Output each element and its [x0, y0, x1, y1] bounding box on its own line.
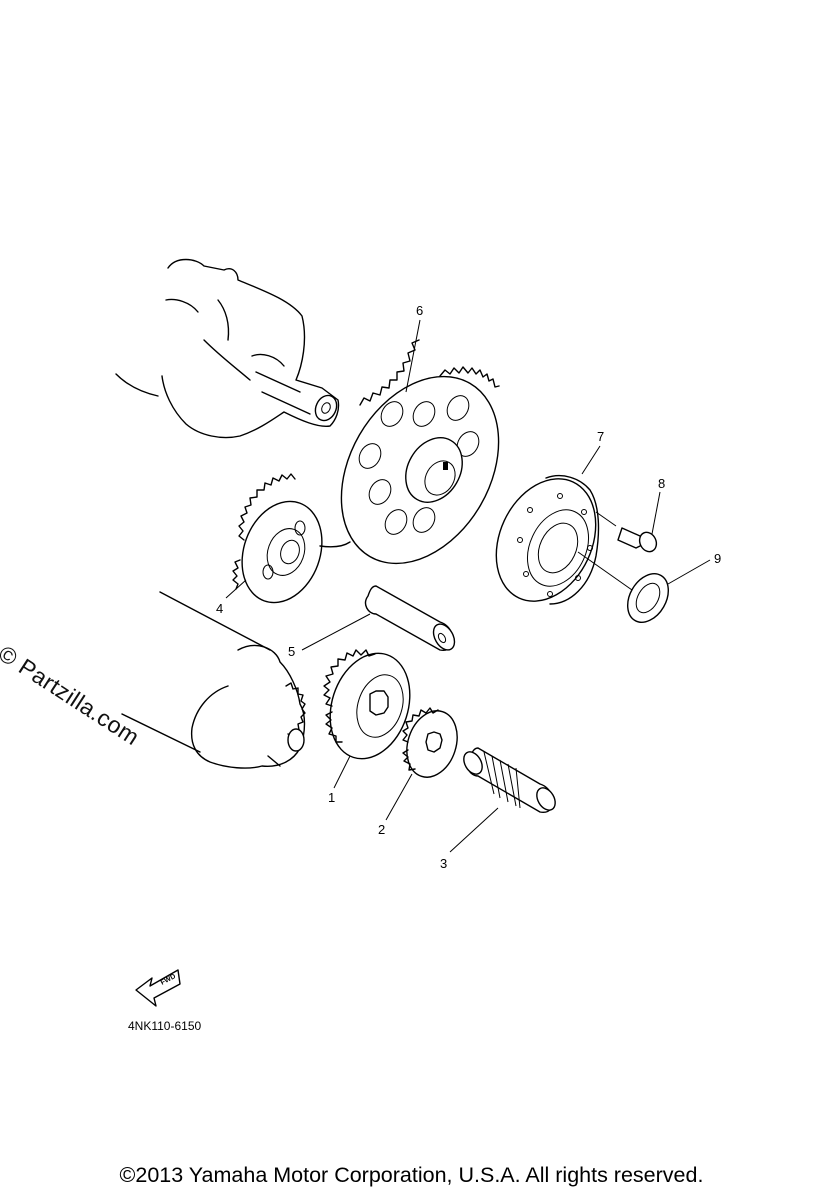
bolt-part-8 [595, 511, 658, 553]
crankshaft-drawing [115, 258, 340, 439]
callout-5: 5 [288, 644, 295, 659]
callout-3: 3 [440, 856, 447, 871]
washer-part-9 [627, 573, 669, 623]
engine-case-outline [121, 591, 306, 769]
pin-part-5 [364, 585, 456, 651]
callout-8: 8 [658, 476, 665, 491]
copyright-notice: ©2013 Yamaha Motor Corporation, U.S.A. A… [119, 1163, 704, 1187]
callout-4: 4 [216, 601, 223, 616]
leader-lines [225, 319, 711, 853]
callout-2: 2 [378, 822, 385, 837]
callout-6: 6 [416, 303, 423, 318]
large-gear-part-6 [340, 339, 500, 565]
callout-7: 7 [597, 429, 604, 444]
callout-1: 1 [328, 790, 335, 805]
shaft-part-3 [463, 747, 556, 813]
gear-part-2 [402, 707, 458, 778]
plate-part-7 [495, 474, 600, 605]
diagram-code: 4NK110-6150 [128, 1019, 202, 1033]
callout-9: 9 [714, 551, 721, 566]
gear-part-1 [323, 649, 411, 760]
fwd-arrow-icon: FWD [135, 969, 181, 1007]
small-gear-part-4 [232, 473, 351, 604]
